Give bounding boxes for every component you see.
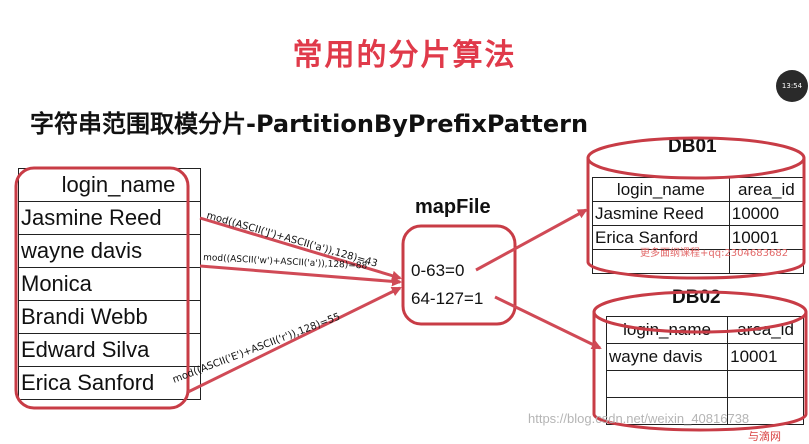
source-highlight-outline [14, 166, 190, 410]
table-cell [727, 397, 804, 425]
table-cell [592, 249, 730, 274]
mapfile-range-1: 64-127=1 [411, 289, 484, 308]
db02-cylinder [592, 290, 808, 432]
table-cell: wayne davis [18, 234, 201, 268]
arrow-erica-to-mapfile [187, 286, 402, 394]
watermark-url: https://blog.csdn.net/weixin_40816738 [528, 411, 750, 426]
table-row: Brandi Webb [18, 300, 201, 334]
table-row: Monica [18, 267, 201, 301]
table-cell: Brandi Webb [18, 300, 201, 334]
db01-table: login_name area_id Jasmine Reed 10000 Er… [592, 177, 805, 274]
table-row: Erica Sanford [18, 366, 201, 400]
mapfile-box [401, 224, 517, 326]
table-cell [727, 370, 804, 398]
arrow-jasmine-to-mapfile [199, 216, 402, 281]
slide-subtitle: 字符串范围取模分片-PartitionByPrefixPattern [30, 110, 589, 138]
arrow-mapfile-to-db02 [494, 295, 602, 350]
slide-title: 常用的分片算法 [292, 38, 517, 73]
arrow-mapfile-to-db01 [475, 208, 588, 272]
column-header: area_id [728, 177, 805, 202]
mapfile-label: mapFile [415, 196, 491, 218]
table-cell: Jasmine Reed [592, 201, 730, 226]
column-header: login_name [605, 316, 729, 344]
table-cell: Erica Sanford [18, 366, 201, 400]
table-cell: wayne davis [605, 343, 729, 371]
arrow-wayne-to-mapfile [199, 264, 402, 287]
formula-erica: mod((ASCII('E')+ASCII('r')),128)=55 [171, 311, 342, 385]
table-cell: Monica [18, 267, 201, 301]
table-row: Erica Sanford 10001 [592, 225, 805, 250]
table-cell [605, 397, 729, 425]
watermark-contact: 更多面纲课程+qq:2304683682 [640, 248, 789, 259]
db01-label: DB01 [668, 136, 717, 157]
table-cell: 10000 [728, 201, 805, 226]
table-row: wayne davis [18, 234, 201, 268]
mapfile-range-0: 0-63=0 [411, 261, 465, 280]
source-login-table: login_name Jasmine Reed wayne davis Moni… [18, 168, 201, 400]
table-row [605, 397, 804, 425]
clock-badge: 13:54 [776, 70, 808, 102]
db01-cylinder [586, 136, 806, 280]
logo-tag: 与滴网 [748, 430, 781, 443]
table-row: Jasmine Reed 10000 [592, 201, 805, 226]
